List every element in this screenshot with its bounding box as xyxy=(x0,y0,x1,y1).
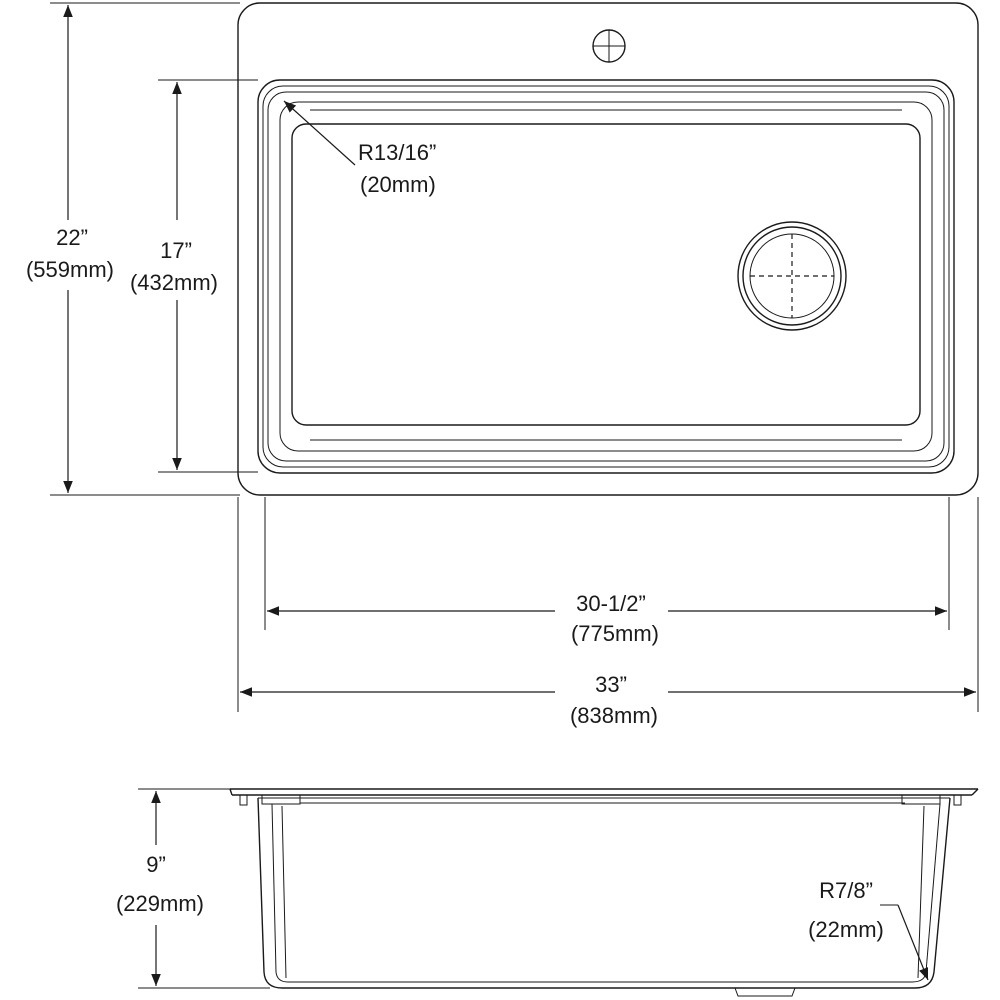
overall-width-imperial: 33” xyxy=(595,672,627,697)
overall-depth-imperial: 22” xyxy=(56,225,88,250)
corner-radius-imperial: R13/16” xyxy=(358,140,436,165)
bowl-width-imperial: 30-1/2” xyxy=(576,591,646,616)
bowl-depth-imperial: 17” xyxy=(160,238,192,263)
bottom-radius-metric: (22mm) xyxy=(808,917,884,942)
bowl-depth-dimension xyxy=(158,79,258,473)
top-view: R13/16” (20mm) 22” (559mm) 17” (432mm) 3… xyxy=(26,2,979,728)
bottom-radius-leader xyxy=(880,904,929,981)
drain-icon xyxy=(737,221,847,331)
side-view: 9” (229mm) R7/8” (22mm) xyxy=(116,788,979,997)
overall-depth-metric: (559mm) xyxy=(26,257,114,282)
bottom-radius-imperial: R7/8” xyxy=(819,878,873,903)
overall-depth-dimension xyxy=(50,2,240,496)
corner-radius-leader xyxy=(283,100,356,166)
sink-flange xyxy=(229,788,979,806)
corner-radius-metric: (20mm) xyxy=(360,172,436,197)
bowl-depth-metric: (432mm) xyxy=(130,270,218,295)
overall-width-dimension xyxy=(237,497,979,712)
bowl-height-dimension xyxy=(138,788,270,989)
bowl-basin xyxy=(279,101,933,452)
bowl-rim xyxy=(257,79,955,474)
bowl-width-metric: (775mm) xyxy=(571,621,659,646)
sink-deck-outline xyxy=(237,2,979,496)
bowl-width-dimension xyxy=(264,497,950,630)
bowl-height-metric: (229mm) xyxy=(116,891,204,916)
overall-width-metric: (838mm) xyxy=(570,703,658,728)
faucet-hole xyxy=(592,29,626,63)
bowl-height-imperial: 9” xyxy=(146,852,166,877)
